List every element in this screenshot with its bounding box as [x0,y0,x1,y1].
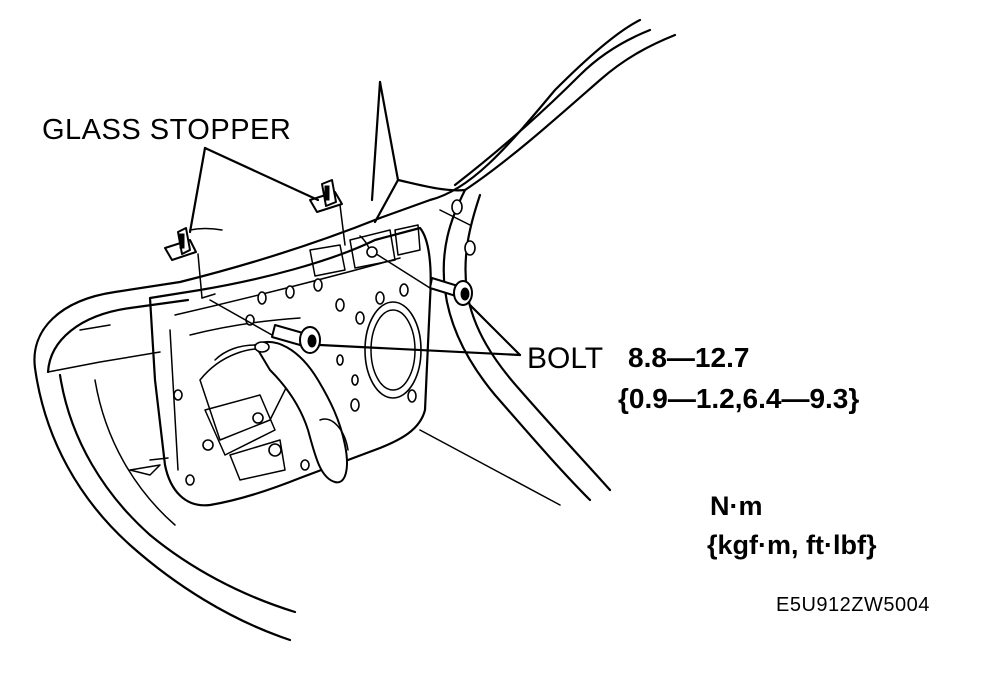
door-frame [33,18,677,642]
bolt-leaders [318,303,522,357]
unit-legend-alt: {kgf·m, ft·lbf} [707,530,877,560]
bolt-upper [369,249,473,306]
glass-stopper-left [164,227,216,299]
unit-legend-main: N·m [710,491,763,521]
figure-code: E5U912ZW5004 [776,594,930,616]
door-details [79,227,378,461]
bolt-label: BOLT [527,342,604,375]
glass-stopper-right [309,179,346,246]
bolt-torque-nm: 8.8—12.7 [628,342,750,373]
glass-stopper-leaders [188,146,320,234]
bolt-lower [209,299,321,354]
bolt-torque-alt: {0.9—1.2,6.4—9.3} [618,383,860,414]
glass-stopper-label: GLASS STOPPER [42,114,292,146]
inner-door-panel [129,224,432,507]
